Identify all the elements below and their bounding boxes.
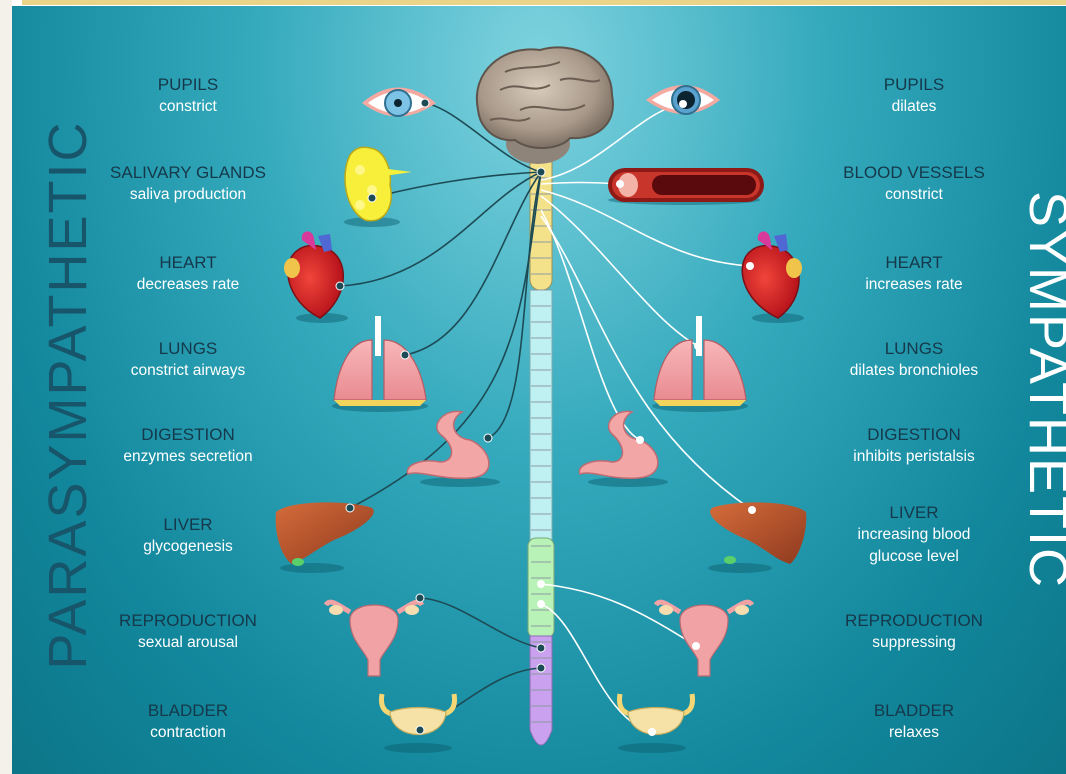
uterus-right-icon <box>656 602 752 676</box>
left-label-liver: LIVER glycogenesis <box>68 514 308 558</box>
left-label-salivary-glands: SALIVARY GLANDS saliva production <box>68 162 308 206</box>
stomach-right-icon <box>579 411 657 478</box>
right-label-effect: inhibits peristalsis <box>794 446 1034 468</box>
uterus-left-icon <box>326 602 422 676</box>
left-label-title: DIGESTION <box>68 424 308 446</box>
right-label-effect: suppressing <box>794 632 1034 654</box>
lungs-left-icon <box>334 316 426 406</box>
lungs-right-icon <box>654 316 746 406</box>
right-label-effect-line2: glucose level <box>794 546 1034 568</box>
left-label-effect: decreases rate <box>68 274 308 296</box>
stomach-left-icon <box>407 411 489 478</box>
left-label-title: BLADDER <box>68 700 308 722</box>
right-label-lungs: LUNGS dilates bronchioles <box>794 338 1034 382</box>
left-label-pupils: PUPILS constrict <box>68 74 308 118</box>
brain-icon <box>477 47 613 164</box>
left-label-lungs: LUNGS constrict airways <box>68 338 308 382</box>
left-label-title: LIVER <box>68 514 308 536</box>
left-label-effect: sexual arousal <box>68 632 308 654</box>
blood-vessel-icon <box>608 168 764 202</box>
right-label-blood-vessels: BLOOD VESSELS constrict <box>794 162 1034 206</box>
left-label-title: HEART <box>68 252 308 274</box>
right-label-title: REPRODUCTION <box>794 610 1034 632</box>
left-label-reproduction: REPRODUCTION sexual arousal <box>68 610 308 654</box>
right-label-heart: HEART increases rate <box>794 252 1034 296</box>
right-label-title: LUNGS <box>794 338 1034 360</box>
right-label-effect: increases rate <box>794 274 1034 296</box>
left-label-effect: glycogenesis <box>68 536 308 558</box>
right-label-reproduction: REPRODUCTION suppressing <box>794 610 1034 654</box>
eye-right-icon <box>646 85 720 114</box>
right-label-bladder: BLADDER relaxes <box>794 700 1034 744</box>
left-label-heart: HEART decreases rate <box>68 252 308 296</box>
right-label-effect: increasing blood <box>794 524 1034 546</box>
right-label-effect: constrict <box>794 184 1034 206</box>
left-label-effect: contraction <box>68 722 308 744</box>
right-label-effect: dilates <box>794 96 1034 118</box>
right-label-title: HEART <box>794 252 1034 274</box>
bladder-right-icon <box>619 694 692 735</box>
right-label-title: BLADDER <box>794 700 1034 722</box>
left-label-digestion: DIGESTION enzymes secretion <box>68 424 308 468</box>
liver-right-icon <box>710 502 806 564</box>
right-label-effect: relaxes <box>794 722 1034 744</box>
left-label-effect: enzymes secretion <box>68 446 308 468</box>
salivary-gland-icon <box>345 147 412 221</box>
left-label-title: PUPILS <box>68 74 308 96</box>
right-label-title: LIVER <box>794 502 1034 524</box>
left-label-title: LUNGS <box>68 338 308 360</box>
left-label-title: SALIVARY GLANDS <box>68 162 308 184</box>
left-label-effect: saliva production <box>68 184 308 206</box>
right-label-title: DIGESTION <box>794 424 1034 446</box>
right-label-title: BLOOD VESSELS <box>794 162 1034 184</box>
right-label-liver: LIVER increasing blood glucose level <box>794 502 1034 568</box>
left-label-effect: constrict <box>68 96 308 118</box>
right-label-title: PUPILS <box>794 74 1034 96</box>
right-label-effect: dilates bronchioles <box>794 360 1034 382</box>
left-label-title: REPRODUCTION <box>68 610 308 632</box>
right-label-digestion: DIGESTION inhibits peristalsis <box>794 424 1034 468</box>
left-label-effect: constrict airways <box>68 360 308 382</box>
right-label-pupils: PUPILS dilates <box>794 74 1034 118</box>
left-label-bladder: BLADDER contraction <box>68 700 308 744</box>
